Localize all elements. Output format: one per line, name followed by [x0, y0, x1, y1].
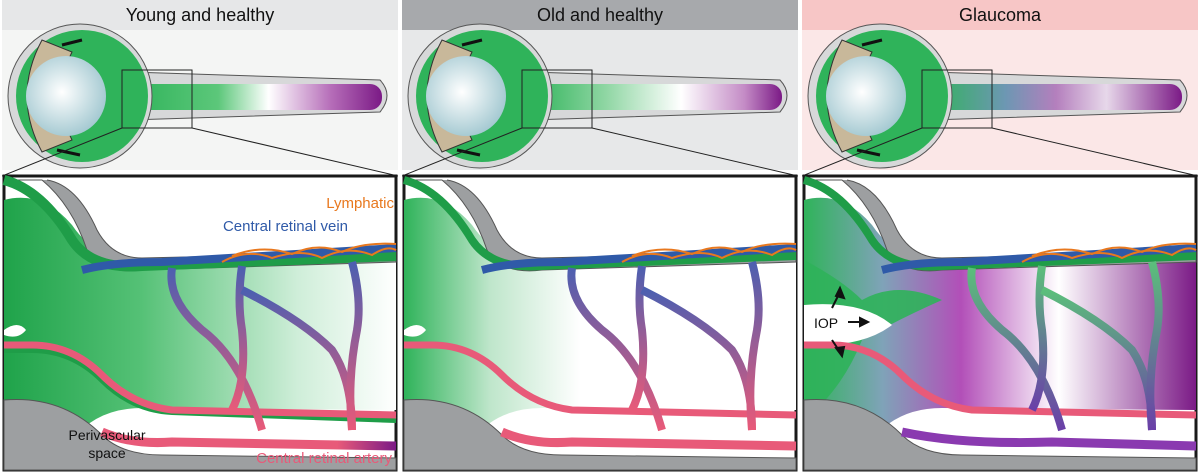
- lens: [826, 56, 906, 136]
- lens: [26, 56, 106, 136]
- zoom-box: [921, 69, 993, 129]
- iop-bulge: [804, 304, 892, 346]
- optic-nerve: [930, 84, 1182, 110]
- label-central-retinal-vein: Central retinal vein: [223, 218, 348, 235]
- central-retinal-artery: [4, 341, 397, 419]
- eye-diagram: Lymphatic Central retinal vein Perivascu…: [2, 23, 398, 472]
- label-iop: IOP: [814, 315, 838, 331]
- zoom-panel: [402, 174, 798, 472]
- panel-glaucoma: Glaucoma: [802, 0, 1198, 473]
- central-retinal-vein: [880, 244, 1197, 274]
- label-perivascular-space-line2: space: [88, 445, 126, 461]
- label-central-retinal-artery: Central retinal artery: [256, 450, 392, 467]
- zoom-box: [521, 69, 593, 129]
- label-lymphatic: Lymphatic: [326, 195, 394, 212]
- lens: [426, 56, 506, 136]
- lymphatic-vessel: [621, 247, 797, 263]
- eyeball: [807, 23, 1188, 169]
- central-retinal-vein: [80, 244, 397, 274]
- zoom-box: [121, 69, 193, 129]
- iop-arrows: [831, 285, 871, 359]
- lymphatic-vessel: [221, 247, 397, 263]
- central-retinal-vein: [480, 244, 797, 274]
- panel-old-healthy: Old and healthy: [402, 0, 798, 473]
- central-retinal-artery: [804, 341, 1197, 419]
- lymphatic-vessel: [1021, 247, 1197, 263]
- panel-young-healthy: Young and healthy: [2, 0, 398, 473]
- eye-diagram: [402, 23, 798, 472]
- zoom-panel: IOP: [802, 174, 1198, 472]
- eyeball: [7, 23, 388, 169]
- zoom-panel: Lymphatic Central retinal vein Perivascu…: [2, 174, 398, 472]
- eyeball: [407, 23, 788, 169]
- central-retinal-artery: [404, 341, 797, 419]
- optic-nerve: [130, 84, 382, 110]
- label-perivascular-space-line1: Perivascular: [68, 427, 145, 443]
- eye-diagram: IOP: [802, 23, 1198, 472]
- optic-nerve: [530, 84, 782, 110]
